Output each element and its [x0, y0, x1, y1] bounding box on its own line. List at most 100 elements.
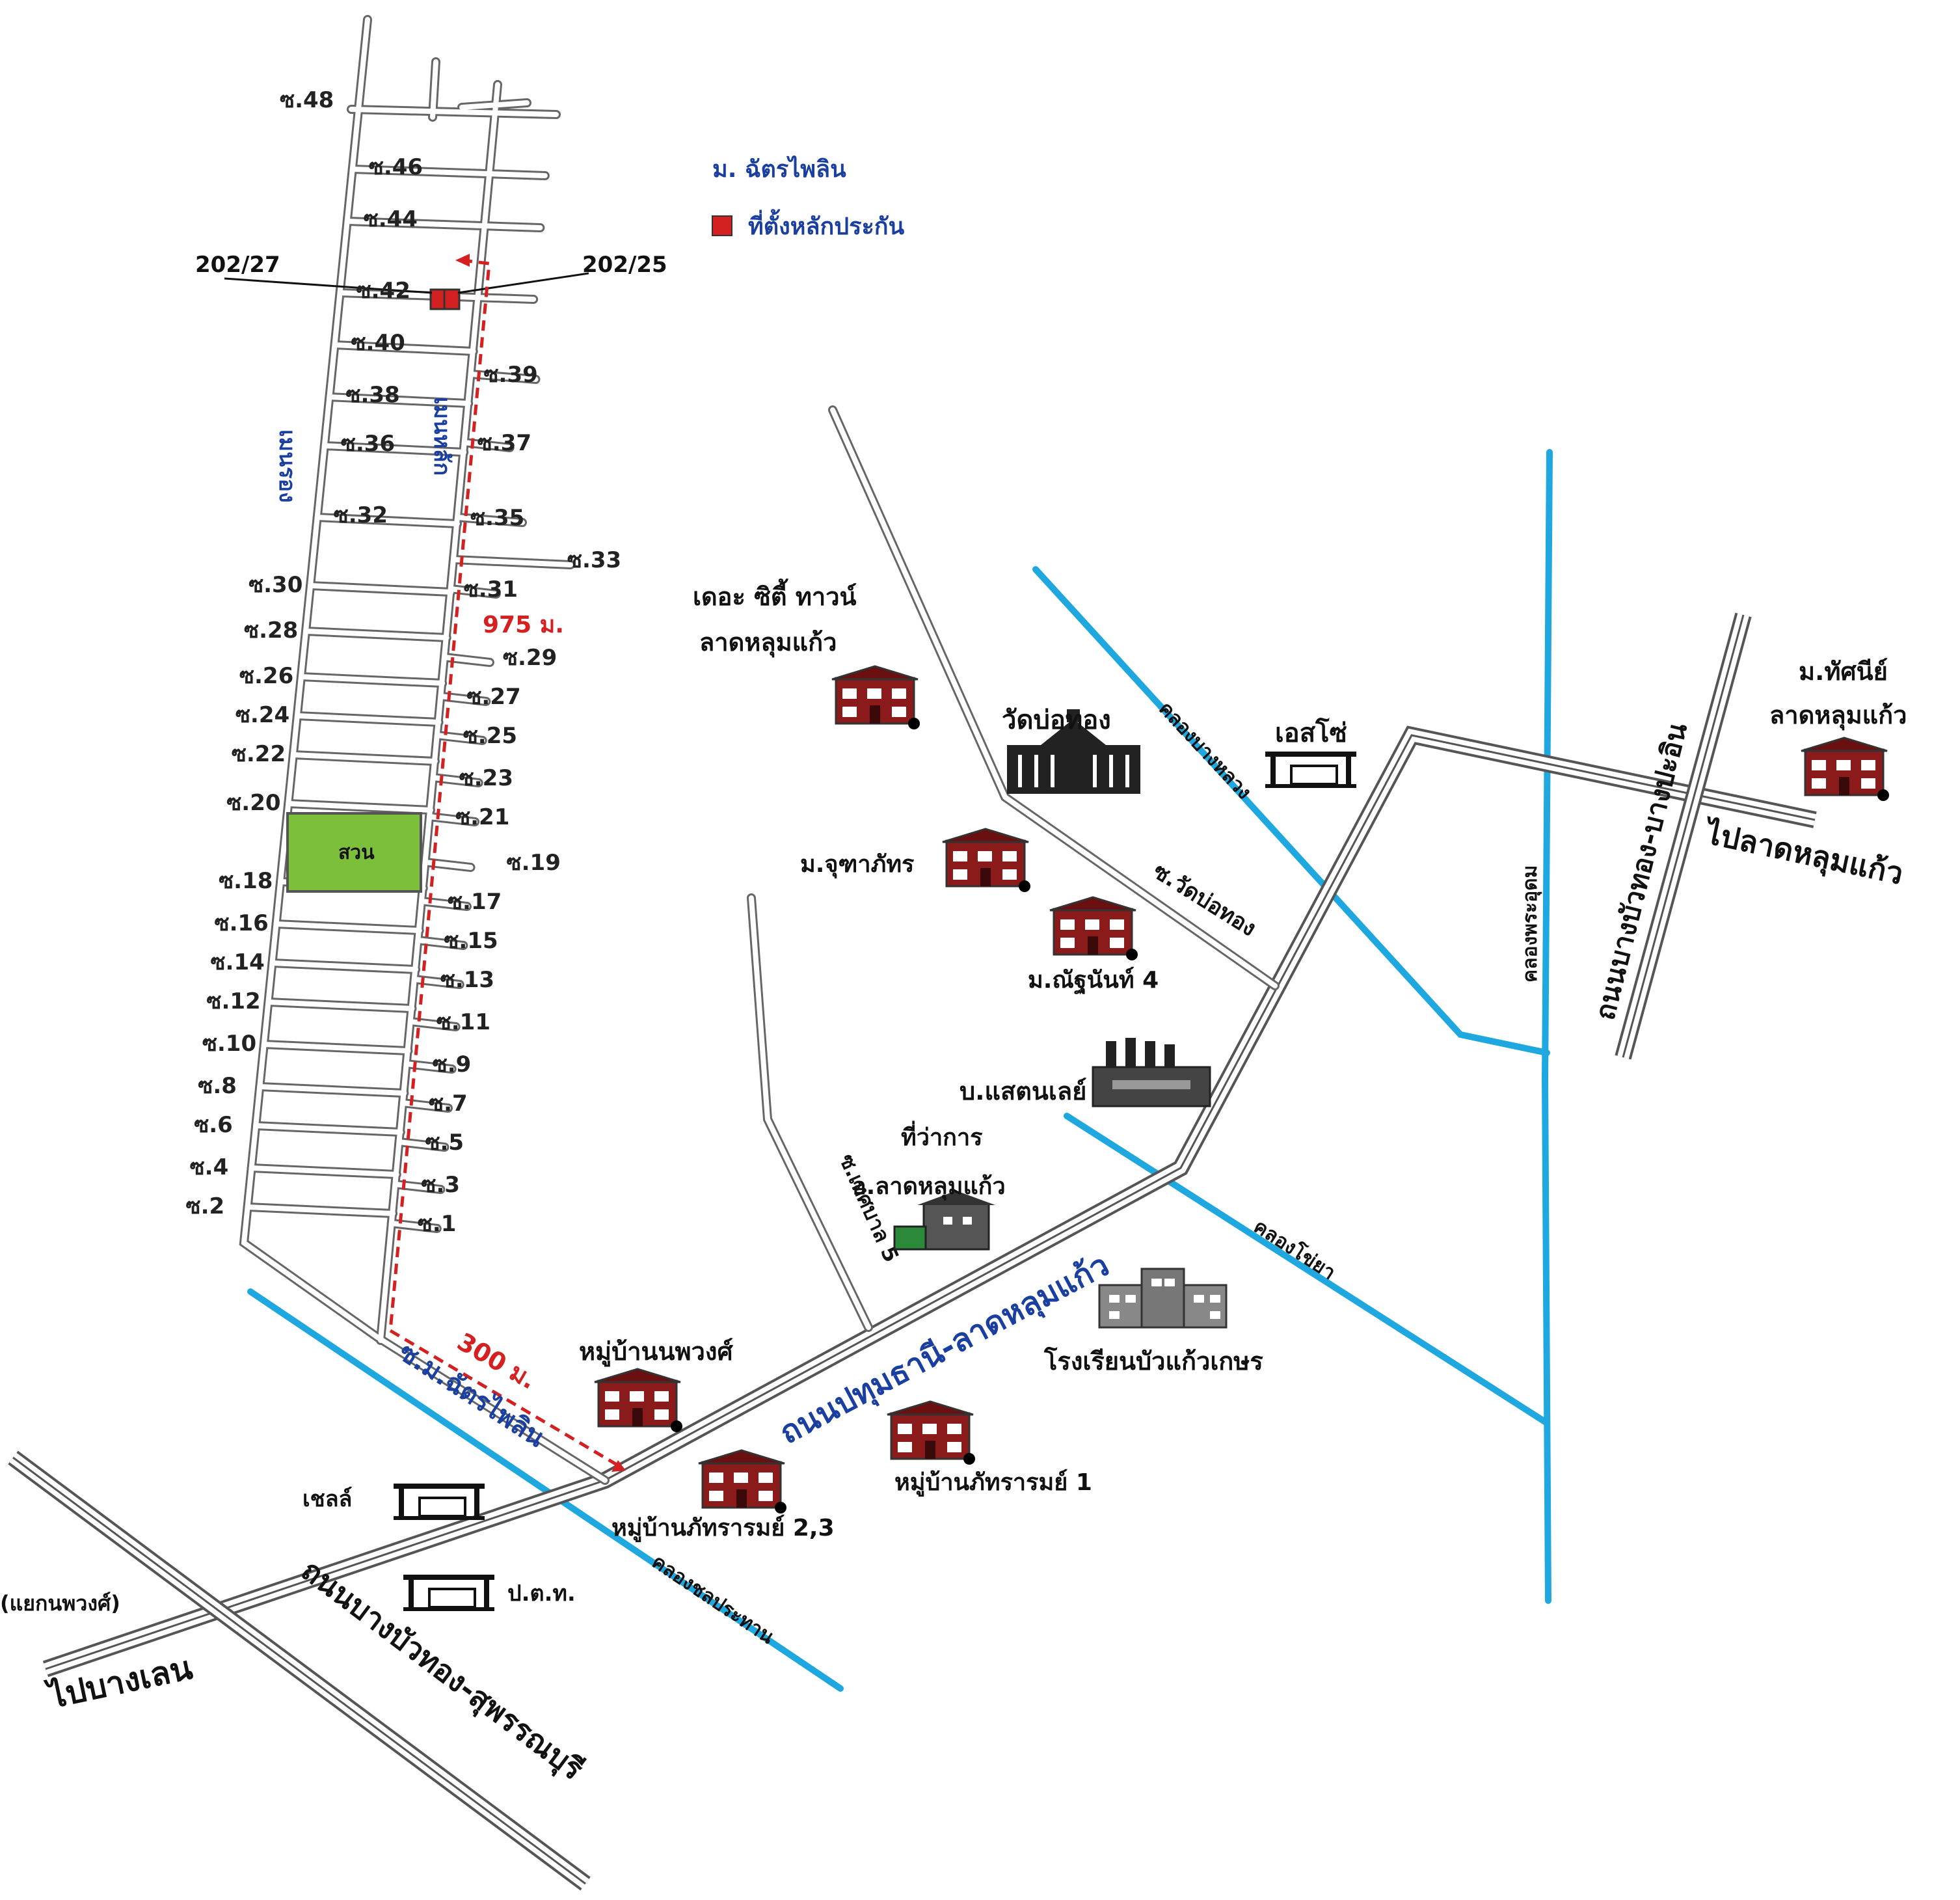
soi-label: ซ.42 [356, 278, 410, 304]
soi-label: ซ.17 [448, 889, 502, 915]
soi-label: ซ.12 [206, 988, 260, 1014]
gas-station-icon-esso [1264, 750, 1358, 789]
label-east-main: เมนหลัก [429, 397, 455, 476]
soi-label: ซ.40 [351, 330, 405, 356]
soi-label: ซ.5 [425, 1130, 464, 1156]
soi-label: ซ.28 [244, 618, 298, 644]
label-natthanan: ม.ณัฐนันท์ 4 [1028, 966, 1159, 995]
soi-label: ซ.19 [507, 850, 561, 876]
house-icon-phattharam1 [886, 1400, 976, 1466]
canal-label-chonprathan: คลองชลประทาน [648, 1551, 779, 1649]
soi-label: ซ.46 [369, 154, 423, 180]
soi-label: ซ.39 [483, 362, 537, 388]
soi-label: ซ.2 [186, 1193, 225, 1219]
label-the-city-2: ลาดหลุมแก้ว [699, 628, 837, 658]
soi-label: ซ.33 [567, 547, 621, 573]
soi-label: ซ.38 [345, 382, 399, 408]
plot-left-label: 202/27 [195, 252, 280, 278]
soi-label: ซ.24 [235, 702, 289, 728]
soi-labels-left: ซ.48 ซ.46 ซ.44 ซ.42 ซ.40 ซ.38 ซ.36 ซ.32 ซ.30 ซ.28… [186, 87, 423, 1219]
soi-label: ซ.31 [464, 577, 518, 603]
temple-icon [1007, 709, 1140, 794]
label-district-1: ที่ว่าการ [901, 1120, 983, 1151]
house-icon-chuthaphat [941, 828, 1032, 893]
plot-left-leader [224, 277, 433, 294]
park-label: สวน [338, 841, 375, 864]
soi-label: ซ.35 [470, 505, 524, 531]
soi-label: ซ.7 [429, 1091, 468, 1117]
house-icon-nopphawong [593, 1368, 684, 1433]
canal-chonprathan [247, 1288, 844, 1692]
label-the-city-1: เดอะ ซิตี้ ทาวน์ [693, 578, 857, 611]
soi-label: ซ.32 [334, 502, 388, 528]
house-icon-phattharam23 [697, 1449, 788, 1515]
canal-label-bang-luang: คลองบางหลวง [1154, 698, 1255, 804]
house-icon-the-city [831, 665, 921, 731]
route-300m [389, 1329, 623, 1469]
label-west-main: เมนรอง [274, 429, 300, 503]
soi-label: ซ.36 [341, 431, 395, 457]
label-nopphawong: หมู่บ้านนพวงศ์ [579, 1337, 733, 1367]
label-wat: วัดบ่อทอง [1002, 705, 1111, 735]
route-975m [388, 258, 491, 1331]
label-stanley: บ.แสตนเลย์ [960, 1077, 1086, 1106]
main-roads [8, 612, 1817, 1891]
direction-junction: (แยกนพวงศ์) [0, 1591, 120, 1616]
soi-label: ซ.29 [503, 645, 557, 671]
gas-station-icon-shell [392, 1482, 486, 1521]
plot-right-leader [457, 272, 589, 294]
road-bangbuathong-bangpa-in [1615, 612, 1752, 1060]
soi-label: ซ.4 [190, 1154, 229, 1180]
soi-label: ซ.3 [421, 1172, 460, 1198]
canal-phra-udom [1541, 449, 1553, 1604]
canal-bang-luang [1032, 566, 1550, 1056]
factory-icon [1092, 1038, 1211, 1107]
house-icon-natthanan [1049, 896, 1139, 962]
soi-label: ซ.11 [436, 1009, 490, 1035]
soi-label: ซ.15 [444, 928, 498, 954]
road-pathum-lat-lumkaeo [42, 726, 1817, 1677]
road-bangbuathong-suphan [8, 1450, 591, 1891]
canal-label-phra-udom: คลองพระอุดม [1519, 865, 1542, 983]
soi-label: ซ.10 [202, 1031, 256, 1057]
legend-village: ม. ฉัตรไพลิน [712, 155, 846, 183]
soi-label: ซ.9 [433, 1052, 472, 1078]
soi-label: ซ.30 [248, 572, 302, 598]
legend-collateral: ที่ตั้งหลักประกัน [748, 209, 905, 240]
soi-label: ซ.48 [280, 87, 334, 113]
soi-label: ซ.16 [215, 910, 269, 936]
soi-label: ซ.22 [232, 741, 286, 767]
soi-label: ซ.18 [219, 868, 273, 894]
canal-khoi-ya [1064, 1113, 1548, 1425]
soi-label: ซ.6 [194, 1112, 233, 1138]
label-shell: เชลล์ [302, 1486, 352, 1512]
soi-label: ซ.20 [226, 790, 280, 816]
soi-label: ซ.27 [466, 684, 520, 710]
distance-975: 975 ม. [483, 612, 564, 638]
label-phattharam23: หมู่บ้านภัทรารมย์ 2,3 [611, 1514, 835, 1543]
soi-label: ซ.8 [198, 1073, 237, 1099]
legend-collateral-swatch [712, 215, 732, 236]
soi-label: ซ.13 [440, 967, 494, 993]
label-soi-wat: ซ.วัดบ่อทอง [1148, 858, 1261, 942]
label-esso: เอสโซ่ [1275, 718, 1347, 748]
canals [247, 449, 1553, 1692]
label-thatsanee-1: ม.ทัศนีย์ [1799, 657, 1888, 686]
soi-label: ซ.14 [210, 949, 264, 975]
soi-labels-right: ซ.39ซ.37ซ.35ซ.33ซ.31ซ.29ซ.27ซ.25ซ.23ซ.21… [418, 362, 621, 1237]
label-phattharam1: หมู่บ้านภัทรารมย์ 1 [894, 1469, 1092, 1497]
house-icon-thatsanee [1800, 737, 1890, 802]
soi-label: ซ.44 [364, 206, 418, 232]
label-district-2: อ.ลาดหลุมแก้ว [852, 1173, 1006, 1201]
school-icon [1098, 1268, 1228, 1329]
park [286, 812, 422, 893]
soi-label: ซ.37 [477, 430, 531, 456]
label-school: โรงเรียนบัวแก้วเกษร [1043, 1346, 1263, 1376]
label-ptt: ป.ต.ท. [507, 1581, 576, 1607]
soi-label: ซ.1 [418, 1211, 457, 1237]
soi-label: ซ.25 [463, 723, 517, 749]
canal-label-khoi-ya: คลองโข่ยา [1250, 1214, 1340, 1284]
label-chuthaphat: ม.จุฑาภัทร [800, 851, 915, 879]
gas-station-icon-ptt [402, 1573, 496, 1612]
